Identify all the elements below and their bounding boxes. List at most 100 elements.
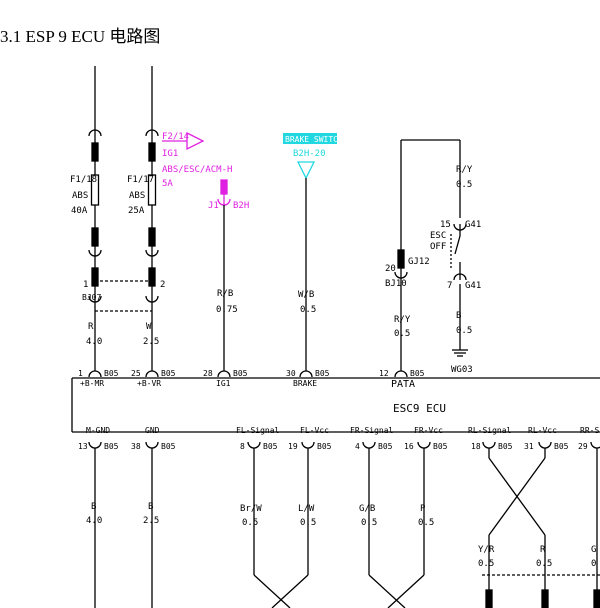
wire-wb-gauge: 0.5 [300, 305, 316, 315]
fuse-1-name: F1/18 [70, 175, 97, 185]
bottom-pin-6-sig: FR-Vcc [414, 426, 443, 435]
rear-wire-2-color: R [540, 545, 546, 555]
brake-feed: BRAKE SWITCH B2H-20 W/B 0.5 [283, 133, 343, 365]
bj10-line: 20 GJ12 BJ10 R/Y 0.5 [385, 249, 430, 365]
brake-switch-connector: B2H-20 [293, 149, 326, 159]
splice-pin-1: 1 [83, 280, 88, 290]
fuse-f1-18: F1/18 ABS 40A [70, 66, 102, 365]
top-pin-3-num: 28 [203, 369, 213, 378]
rear-wire-1-color: Y/R [478, 545, 495, 555]
top-pin-1-conn: B05 [104, 369, 119, 378]
bottom-pin-3-num: 8 [240, 442, 245, 451]
bottom-wire-4-gauge: 0.5 [300, 518, 316, 528]
fuse-f1-17: F1/17 ABS 25A [127, 66, 159, 365]
wire-wb-color: W/B [298, 290, 314, 300]
rear-wire-3-gauge: 0 [591, 559, 596, 569]
esc-off-switch: R/Y 0.5 15 G41 ESC OFF 7 G41 B 0.5 WG03 [400, 139, 481, 375]
ig1-feed: F2/14 IG1 ABS/ESC/ACM-H 5A J1 B2H R/B 0.… [162, 131, 249, 365]
bj10-connector-2: BJ10 [385, 279, 407, 289]
wire-w-color: W [146, 322, 152, 332]
top-pin-4-num: 30 [286, 369, 296, 378]
switch-pin-bottom: 7 [447, 281, 452, 291]
bottom-pin-2-conn: B05 [161, 442, 176, 451]
ig1-label: IG1 [162, 149, 178, 159]
bottom-pin-1-conn: B05 [104, 442, 119, 451]
fuse-2-sub: ABS [129, 191, 145, 201]
fuse-1-rating: 40A [71, 206, 88, 216]
switch-label-off: OFF [430, 242, 446, 252]
bottom-pin-2-sig: GND [145, 426, 160, 435]
top-pin-2-num: 25 [131, 369, 141, 378]
bottom-pin-4-conn: B05 [317, 442, 332, 451]
wire-r-gauge: 4.0 [86, 337, 102, 347]
rear-wire-3-color: G [591, 545, 596, 555]
top-pin-5-num: 12 [379, 369, 389, 378]
top-pin-3-sig: IG1 [216, 379, 231, 388]
top-pin-5-sig: PATA [391, 379, 415, 390]
splice-connector: BJ07 [82, 293, 101, 302]
bottom-pin-3-sig: FL-Signal [236, 426, 280, 435]
top-pin-2-sig: +B-VR [137, 379, 161, 388]
bottom-pin-9-num: 29 [578, 442, 588, 451]
switch-wire-bottom-gauge: 0.5 [456, 326, 472, 336]
bottom-pin-2-num: 38 [131, 442, 141, 451]
ig1-rating: 5A [162, 179, 173, 189]
switch-pin-top: 15 [440, 220, 451, 230]
bottom-pin-1-sig: M-GND [86, 426, 110, 435]
brake-switch-label: BRAKE SWITCH [285, 135, 343, 144]
diagram-title: 3.1 ESP 9 ECU 电路图 [0, 27, 161, 46]
ig1-circuit: ABS/ESC/ACM-H [162, 165, 232, 175]
bottom-wire-2-color: B [148, 502, 153, 512]
switch-wire-top-color: R/Y [456, 165, 473, 175]
bottom-wire-labels: B 4.0 B 2.5 Br/W 0.5 L/W 0.5 G/B 0.5 P 0… [86, 502, 596, 569]
bottom-wire-2-gauge: 2.5 [143, 516, 159, 526]
fuse-1-sub: ABS [72, 191, 88, 201]
wire-w-gauge: 2.5 [143, 337, 159, 347]
bottom-pin-5-conn: B05 [378, 442, 393, 451]
bottom-pin-8-sig: RL-Vcc [528, 426, 557, 435]
ig1-fuse-name: F2/14 [162, 132, 189, 142]
bottom-wire-4-color: L/W [298, 504, 315, 514]
top-pin-3-conn: B05 [233, 369, 248, 378]
bottom-pin-4-sig: FL-Vcc [300, 426, 329, 435]
bottom-wire-5-color: G/B [359, 504, 375, 514]
bj10-connector-1: GJ12 [408, 257, 430, 267]
bottom-pin-5-sig: FR-Signal [350, 426, 394, 435]
bottom-pin-6-conn: B05 [433, 442, 448, 451]
switch-label-esc: ESC [430, 231, 446, 241]
switch-connector-top: G41 [465, 220, 481, 230]
bottom-pin-9-sig: RR-S [580, 426, 599, 435]
bottom-wire-1-color: B [91, 502, 96, 512]
bottom-pin-3-conn: B05 [263, 442, 278, 451]
bottom-pin-6-num: 16 [404, 442, 414, 451]
bottom-wire-6-gauge: 0.5 [418, 518, 434, 528]
ig1-connector: J1 [208, 201, 219, 211]
wire-ry-color: R/Y [394, 315, 411, 325]
bottom-pin-8-conn: B05 [554, 442, 569, 451]
top-pin-4-conn: B05 [315, 369, 330, 378]
wire-r-color: R [88, 322, 94, 332]
bottom-pin-arcs [88, 441, 600, 608]
bottom-pin-7-num: 18 [471, 442, 481, 451]
bottom-pin-5-num: 4 [355, 442, 360, 451]
top-pin-4-sig: BRAKE [293, 379, 317, 388]
bottom-wire-3-gauge: 0.5 [242, 518, 258, 528]
bottom-wire-5-gauge: 0.5 [361, 518, 377, 528]
wire-ry-gauge: 0.5 [394, 329, 410, 339]
wire-rb-gauge: 0.75 [216, 305, 238, 315]
top-pin-1-num: 1 [78, 369, 83, 378]
switch-wire-top-gauge: 0.5 [456, 180, 472, 190]
ground-label: WG03 [451, 365, 473, 375]
ecu-box: ESC9 ECU [71, 377, 600, 433]
bj10-pin: 20 [385, 264, 396, 274]
ecu-label: ESC9 ECU [393, 402, 446, 415]
top-pin-2-conn: B05 [161, 369, 176, 378]
splice-bj07: 1 2 BJ07 [82, 280, 165, 312]
bottom-pin-7-conn: B05 [498, 442, 513, 451]
bottom-pin-7-sig: RL-Signal [468, 426, 512, 435]
bottom-pin-1-num: 13 [78, 442, 88, 451]
bottom-wire-6-color: P [420, 504, 426, 514]
fuse-2-rating: 25A [128, 206, 145, 216]
bottom-pin-4-num: 19 [288, 442, 298, 451]
